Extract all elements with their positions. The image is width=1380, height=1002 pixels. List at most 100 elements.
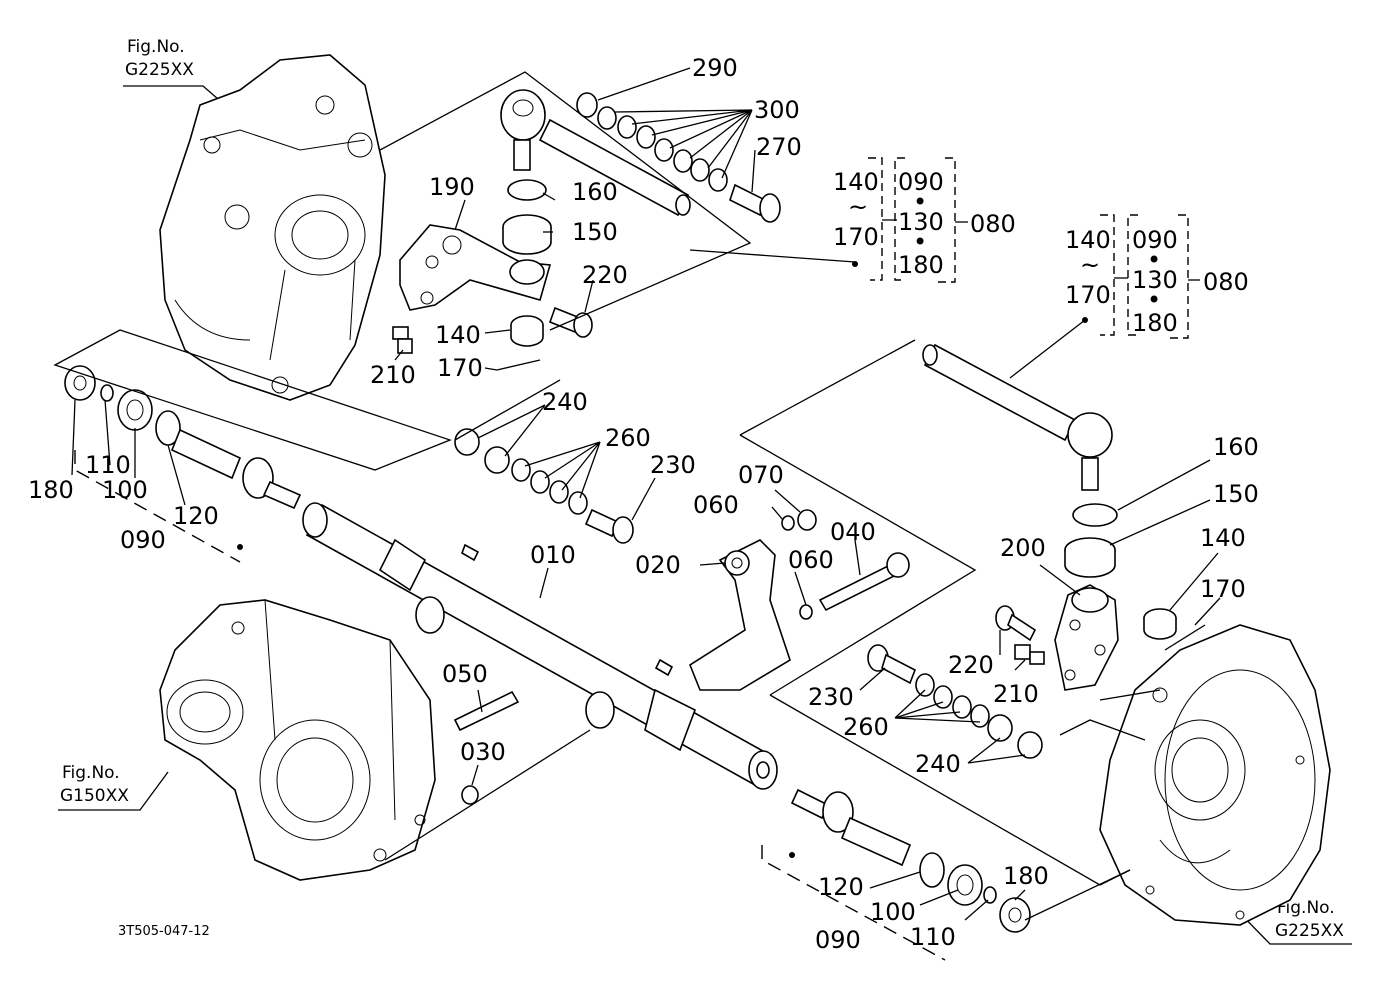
callout-160: 160 <box>572 178 618 206</box>
callout-090: 090 <box>815 926 861 954</box>
bracket-tilde: ~ <box>848 193 868 221</box>
bracket-group-1: 090 <box>1132 226 1178 254</box>
callout-070: 070 <box>738 461 784 489</box>
ring-160-upper <box>507 179 547 201</box>
washers-260-left <box>511 458 588 515</box>
callout-170: 170 <box>1200 575 1246 603</box>
callout-190: 190 <box>429 173 475 201</box>
callout-220: 220 <box>582 261 628 289</box>
bracket-group-3: 180 <box>1132 309 1178 337</box>
callout-120: 120 <box>818 873 864 901</box>
callout-180: 180 <box>1003 862 1049 890</box>
callout-170: 170 <box>437 354 483 382</box>
bolt-230-right <box>867 644 917 685</box>
bracket-assembly: 080 <box>1203 268 1249 296</box>
bracket-range-bottom: 170 <box>1065 281 1111 309</box>
stud-050 <box>453 690 520 732</box>
nut-140-right <box>1143 608 1177 640</box>
spacers-240-right <box>987 714 1043 759</box>
callout-140: 140 <box>1200 524 1246 552</box>
bolt-220-upper <box>548 306 593 338</box>
bolt-040 <box>818 552 910 612</box>
bracket-group-1: 090 <box>898 168 944 196</box>
figure-ref-bottom-left: Fig.No. G150XX <box>58 763 169 811</box>
drawing-code: 3T505-047-12 <box>118 924 210 939</box>
housing-top-left <box>159 54 386 401</box>
bracket-dot-1: • <box>913 188 927 216</box>
bracket-range-top: 140 <box>833 168 879 196</box>
bracket-group-3: 180 <box>898 251 944 279</box>
assembly-bracket-b: 140 ~ 170 090 • 130 • 180 080 <box>1065 214 1249 339</box>
callout-240: 240 <box>915 750 961 778</box>
callout-230: 230 <box>808 683 854 711</box>
right-hub-set <box>790 788 1031 933</box>
callout-120: 120 <box>173 502 219 530</box>
callout-100: 100 <box>102 476 148 504</box>
nut-070 <box>797 509 817 531</box>
callout-050: 050 <box>442 660 488 688</box>
bracket-group-2: 130 <box>898 208 944 236</box>
callout-150: 150 <box>1213 480 1259 508</box>
bracket-range-bottom: 170 <box>833 223 879 251</box>
nut-140-upper <box>510 315 544 347</box>
callout-090: 090 <box>120 526 166 554</box>
callout-270: 270 <box>756 133 802 161</box>
dot-marker <box>237 544 243 550</box>
figure-ref-prefix: Fig.No. <box>1277 898 1335 918</box>
guide-lines <box>53 71 1161 961</box>
left-hub-set <box>64 365 302 510</box>
leader-lines <box>71 67 1221 921</box>
washer-060-lower <box>799 604 813 620</box>
callout-110: 110 <box>85 451 131 479</box>
ring-160-right <box>1072 503 1118 527</box>
spacers-240-left <box>454 428 510 474</box>
washer-060-upper <box>781 515 795 531</box>
callout-220: 220 <box>948 651 994 679</box>
callout-100: 100 <box>870 898 916 926</box>
figure-ref-code: G150XX <box>60 786 129 806</box>
callout-240: 240 <box>542 388 588 416</box>
callout-110: 110 <box>910 923 956 951</box>
callout-010: 010 <box>530 541 576 569</box>
callout-180: 180 <box>28 476 74 504</box>
pin-170-upper <box>496 359 541 371</box>
callout-060: 060 <box>788 546 834 574</box>
callout-160: 160 <box>1213 433 1259 461</box>
bracket-range-top: 140 <box>1065 226 1111 254</box>
bolt-270 <box>729 183 781 223</box>
callout-260: 260 <box>843 713 889 741</box>
callout-labels: 290 300 270 190 160 150 220 140 210 170 … <box>28 54 1259 954</box>
plug-210-right <box>1014 644 1045 665</box>
callout-040: 040 <box>830 518 876 546</box>
callout-260: 260 <box>605 424 651 452</box>
bracket-020 <box>689 539 791 691</box>
callout-300: 300 <box>754 96 800 124</box>
bolt-220-right <box>995 605 1037 642</box>
callout-030: 030 <box>460 738 506 766</box>
bracket-tilde: ~ <box>1080 251 1100 279</box>
housing-bottom-left <box>159 599 436 881</box>
callout-020: 020 <box>635 551 681 579</box>
pin-170-right <box>1164 624 1206 651</box>
housing-bottom-right <box>1099 624 1331 926</box>
knuckle-arm-200 <box>1054 584 1119 691</box>
dot-marker <box>852 261 858 267</box>
callout-210: 210 <box>993 680 1039 708</box>
pin-030 <box>461 785 479 805</box>
washer-stack-300 <box>576 92 728 192</box>
bracket-dot-2: • <box>1147 286 1161 314</box>
tie-rod-upper <box>500 89 691 217</box>
bearing-150-upper <box>502 214 552 255</box>
assembly-bracket-a: 140 ~ 170 090 • 130 • 180 080 <box>833 157 1016 283</box>
bracket-group-2: 130 <box>1132 266 1178 294</box>
figure-ref-prefix: Fig.No. <box>127 37 185 57</box>
figure-ref-code: G225XX <box>1275 921 1344 941</box>
callout-210: 210 <box>370 361 416 389</box>
axle-tube <box>302 502 778 790</box>
callout-230: 230 <box>650 451 696 479</box>
bracket-assembly: 080 <box>970 210 1016 238</box>
figure-ref-prefix: Fig.No. <box>62 763 120 783</box>
bolt-230-left <box>584 508 634 544</box>
callout-200: 200 <box>1000 534 1046 562</box>
